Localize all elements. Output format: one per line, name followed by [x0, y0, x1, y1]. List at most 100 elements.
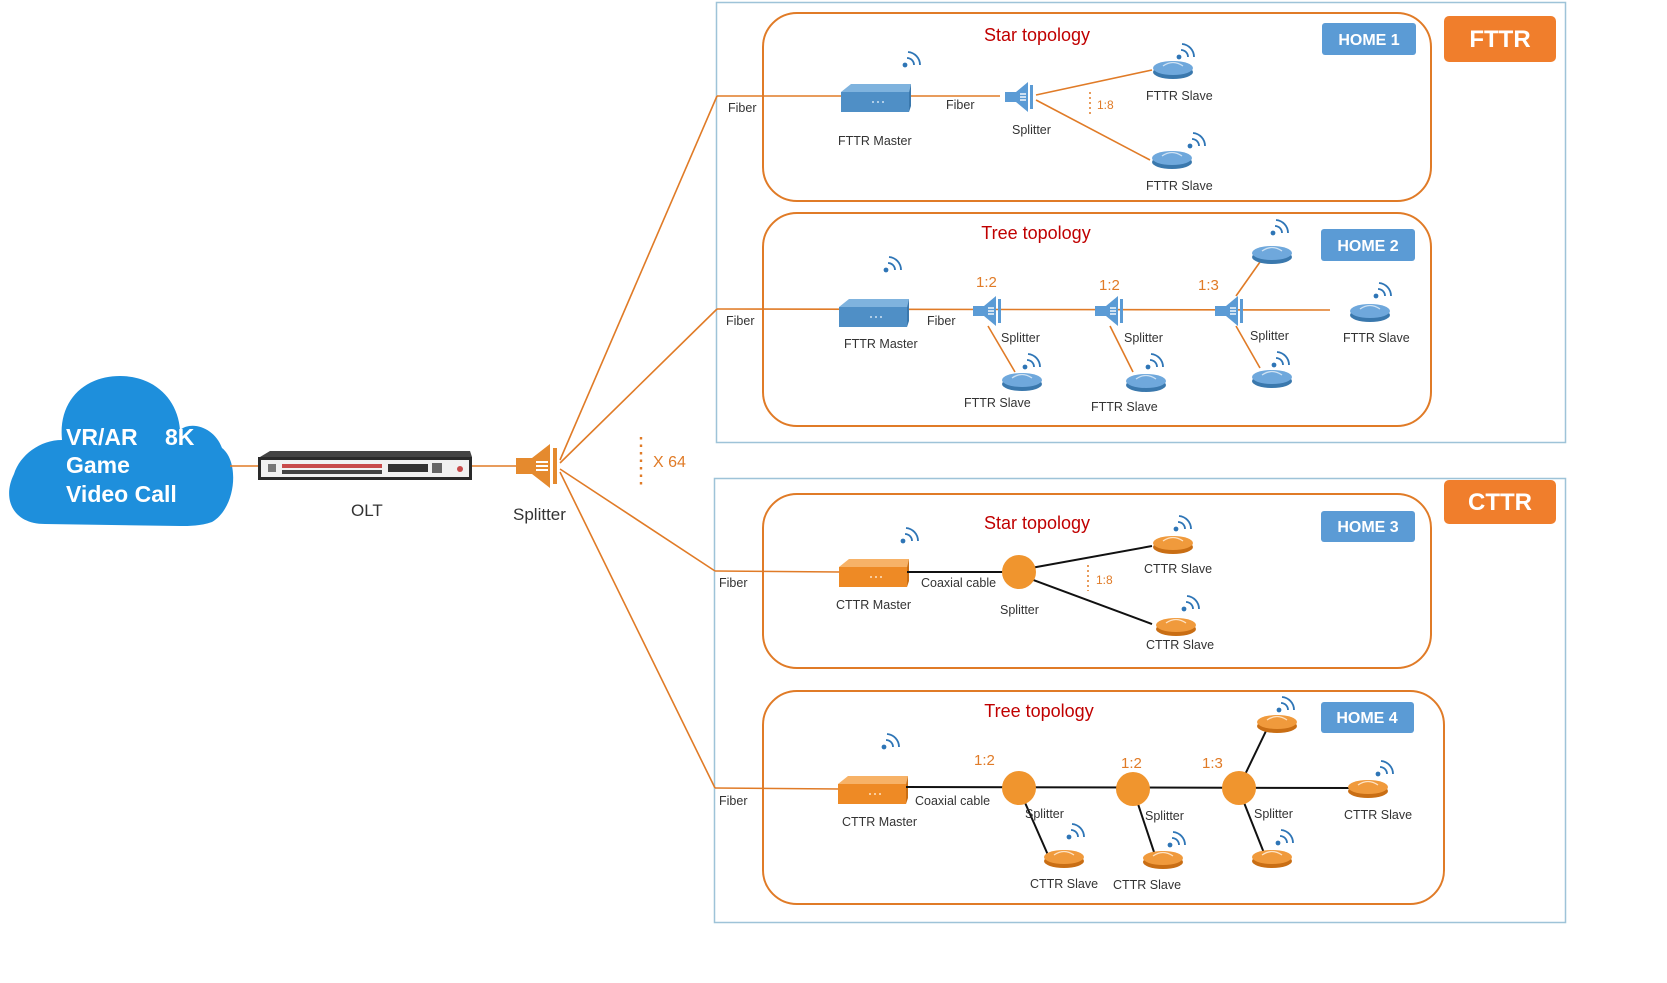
home2-master-wifi-icon — [882, 256, 902, 274]
home2-slave-up-wifi-icon — [1269, 219, 1289, 237]
home2-slave1-wifi-icon — [1021, 353, 1041, 371]
home1-badge — [1322, 23, 1416, 55]
home4-slave-end-wifi-icon — [1374, 760, 1394, 778]
home1-splitter-icon — [1004, 81, 1034, 113]
home2-fiber-in-label: Fiber — [726, 314, 754, 328]
cloud-label-8k: 8K — [165, 424, 195, 450]
home4-slave2-label: CTTR Slave — [1113, 878, 1181, 892]
home4-panel — [762, 690, 1445, 905]
home3-master-label: CTTR Master — [836, 598, 911, 612]
home4-slave1-label: CTTR Slave — [1030, 877, 1098, 891]
home2-badge-label: HOME 2 — [1337, 238, 1398, 255]
home4-slave1-icon — [1043, 849, 1085, 869]
home4-slave-end-icon — [1347, 779, 1389, 799]
home4-ratio3: 1:3 — [1202, 755, 1223, 772]
home4-slave1-wifi-icon — [1065, 823, 1085, 841]
home2-slave2-wifi-icon — [1144, 353, 1164, 371]
fiber-to-home4 — [559, 471, 716, 789]
home4-splitter2-label: Splitter — [1145, 809, 1184, 823]
home3-fiber-in-label: Fiber — [719, 576, 747, 590]
home2-title: Tree topology — [981, 223, 1090, 243]
home1-fttr-master-icon — [841, 84, 911, 112]
home1-badge-label: HOME 1 — [1338, 32, 1399, 49]
home1-master-wifi-icon — [901, 51, 921, 69]
home4-badge-label: HOME 4 — [1336, 710, 1397, 727]
home2-slave-down-icon — [1251, 369, 1293, 389]
home2-fiber-mid-label: Fiber — [927, 314, 955, 328]
fttr-frame — [715, 1, 1567, 444]
home2-slave-end-label: FTTR Slave — [1343, 331, 1410, 345]
home4-coax-label: Coaxial cable — [915, 794, 990, 808]
home4-slave-up-wifi-icon — [1275, 696, 1295, 714]
home3-cttr-master-icon — [839, 559, 909, 587]
home3-panel — [762, 493, 1432, 669]
home2-slave-down-wifi-icon — [1270, 351, 1290, 369]
home2-ratio3: 1:3 — [1198, 277, 1219, 294]
home4-title: Tree topology — [984, 701, 1093, 721]
home3-slave-top-wifi-icon — [1172, 515, 1192, 533]
home2-master-label: FTTR Master — [844, 337, 918, 351]
home2-link-slave2 — [1109, 325, 1134, 373]
home1-slave-top-icon — [1152, 60, 1194, 80]
main-splitter-icon — [516, 444, 557, 488]
home4-splitter2-icon — [1116, 772, 1150, 806]
home3-coax-slave-bottom — [1019, 574, 1153, 625]
fttr-tag-label: FTTR — [1469, 26, 1530, 53]
home2-ratio1: 1:2 — [976, 274, 997, 291]
home2-slave1-label: FTTR Slave — [964, 396, 1031, 410]
x64-label: X 64 — [653, 454, 686, 471]
home3-splitter-icon — [1002, 555, 1036, 589]
home1-slave-bottom-label: FTTR Slave — [1146, 179, 1213, 193]
home2-splitter2-label: Splitter — [1124, 331, 1163, 345]
home3-ratio: 1:8 — [1096, 573, 1113, 587]
home3-slave-top-icon — [1152, 535, 1194, 555]
fttr-tag: FTTR — [1444, 16, 1556, 62]
home2-splitter3-label: Splitter — [1250, 329, 1289, 343]
home1-title: Star topology — [984, 25, 1090, 45]
cttr-tag: CTTR — [1444, 480, 1556, 524]
home4-splitter1-label: Splitter — [1025, 807, 1064, 821]
home4-splitter3-icon — [1222, 771, 1256, 805]
home2-splitter1-label: Splitter — [1001, 331, 1040, 345]
home2-panel — [762, 212, 1432, 427]
cttr-tag-label: CTTR — [1468, 489, 1532, 516]
cloud-label-game: Game — [66, 452, 130, 478]
home2-slave-end-wifi-icon — [1372, 282, 1392, 300]
home2-slave2-icon — [1125, 373, 1167, 393]
fiber-to-home1 — [559, 95, 718, 461]
home3-coax-label: Coaxial cable — [921, 576, 996, 590]
home2-splitter2-icon — [1094, 295, 1124, 327]
home4-slave-up-icon — [1256, 714, 1298, 734]
home2-splitter3-icon — [1214, 295, 1244, 327]
home4-slave-down-wifi-icon — [1274, 829, 1294, 847]
cloud-icon — [9, 376, 234, 526]
home3-fiber-line — [714, 570, 841, 573]
home3-master-wifi-icon — [899, 527, 919, 545]
home2-slave2-label: FTTR Slave — [1091, 400, 1158, 414]
cloud-label-vrar: VR/AR — [66, 424, 138, 450]
home2-link-slave-down — [1235, 325, 1261, 369]
home4-splitter1-icon — [1002, 771, 1036, 805]
home1-slave-top-label: FTTR Slave — [1146, 89, 1213, 103]
home1-fiber-mid-label: Fiber — [946, 98, 974, 112]
home4-master-label: CTTR Master — [842, 815, 917, 829]
home3-coax-slave-top — [1019, 545, 1153, 571]
home1-link-slave-bottom — [1035, 99, 1151, 161]
home1-panel — [762, 12, 1432, 202]
home1-link-slave-top — [1035, 69, 1153, 96]
home1-slave-bottom-icon — [1151, 150, 1193, 170]
home2-link-slave-up — [1235, 261, 1261, 297]
home2-fiber-line — [716, 308, 1331, 311]
home2-ratio2: 1:2 — [1099, 277, 1120, 294]
home4-slave2-icon — [1142, 850, 1184, 870]
home1-slave-bottom-wifi-icon — [1186, 132, 1206, 150]
home2-fttr-master-icon — [839, 299, 909, 327]
home2-slave1-icon — [1001, 372, 1043, 392]
home1-splitter-label: Splitter — [1012, 123, 1051, 137]
home4-slave-down-icon — [1251, 849, 1293, 869]
home1-fiber-in-label: Fiber — [728, 101, 756, 115]
home2-slave-up-icon — [1251, 245, 1293, 265]
home1-ratio: 1:8 — [1097, 98, 1114, 112]
main-splitter-label: Splitter — [513, 505, 566, 524]
home4-splitter3-label: Splitter — [1254, 807, 1293, 821]
